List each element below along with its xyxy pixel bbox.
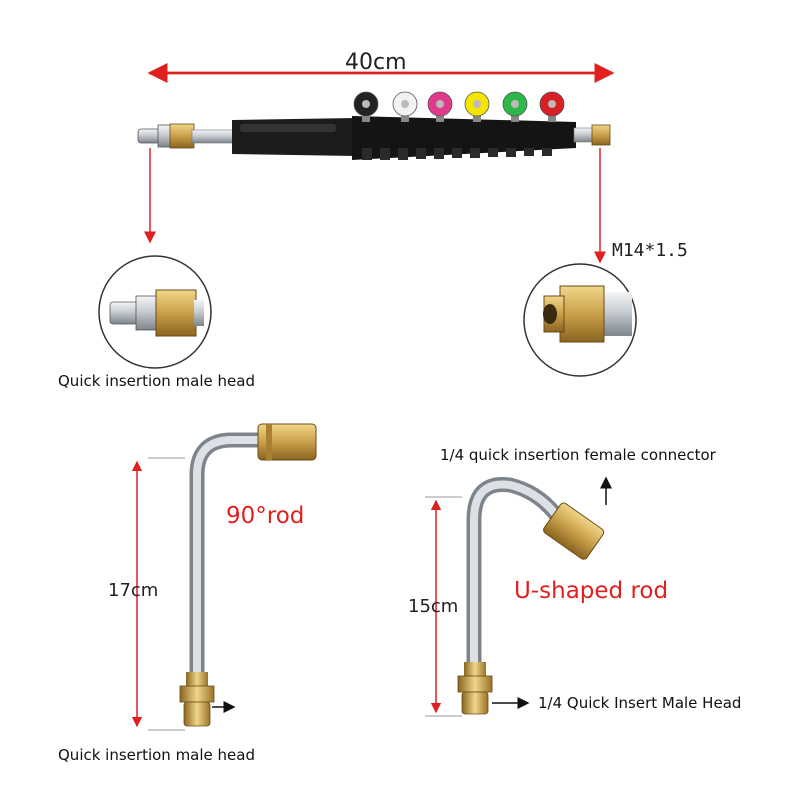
rod-90-length-label: 17cm: [108, 580, 159, 601]
female-connector-label: 1/4 quick insertion female connector: [440, 446, 716, 464]
nozzle-yellow: [464, 91, 490, 122]
nozzle-white: [392, 91, 418, 122]
length-label-40cm: 40cm: [345, 50, 407, 75]
nozzle-red: [539, 91, 565, 122]
rod-u-title: U-shaped rod: [514, 578, 669, 604]
callout-lines: [144, 148, 606, 264]
nozzle-set: [353, 91, 565, 122]
rod-90: [179, 423, 317, 727]
rod-u: [457, 476, 605, 715]
wand: [137, 116, 611, 160]
rod-u-length-label: 15cm: [408, 596, 459, 617]
nozzle-pink: [427, 91, 453, 122]
nozzle-green: [502, 91, 528, 122]
rod-dimension-guides: [131, 457, 462, 731]
male-head-label-top: Quick insertion male head: [58, 372, 255, 390]
nozzle-black: [353, 91, 379, 122]
male-head-detail-circle: [98, 255, 212, 369]
thread-detail-circle: [523, 263, 637, 377]
quick-insert-male-label: 1/4 Quick Insert Male Head: [538, 694, 742, 712]
male-head-label-bottom: Quick insertion male head: [58, 746, 255, 764]
pointer-arrows: [212, 476, 612, 713]
rod-90-title: 90°rod: [226, 503, 305, 529]
thread-spec-label: M14*1.5: [612, 240, 688, 261]
